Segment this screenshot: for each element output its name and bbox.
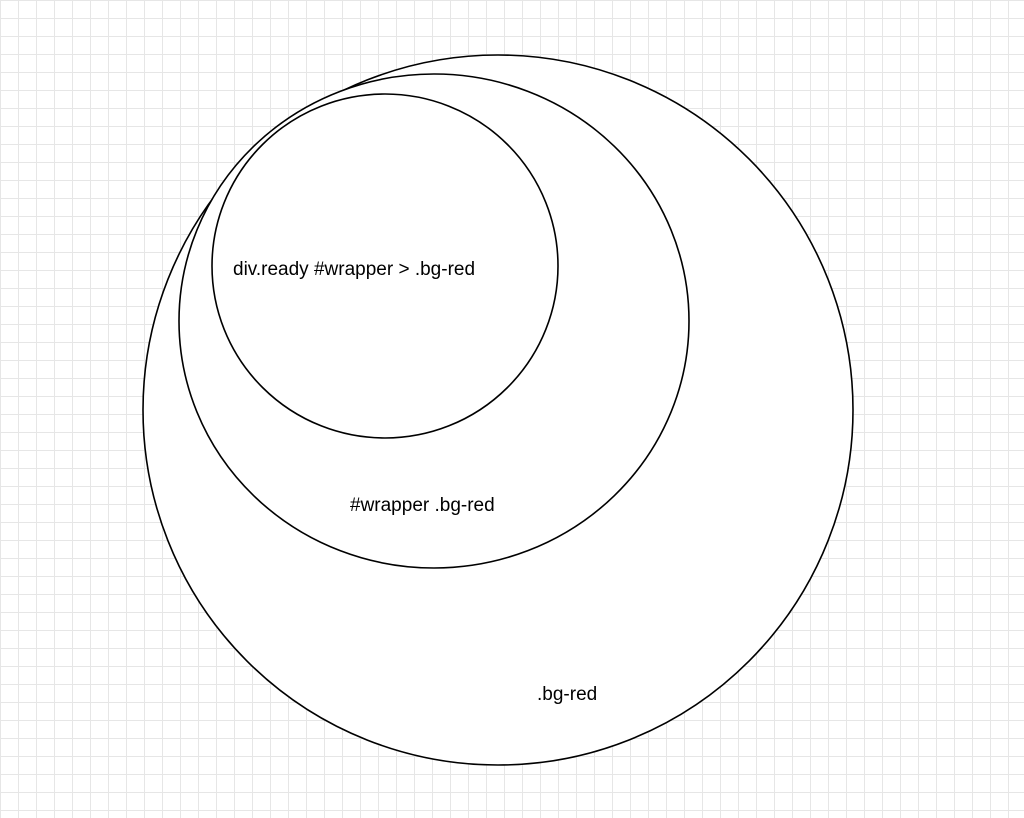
set-circle-inner (211, 93, 559, 439)
set-label-inner: div.ready #wrapper > .bg-red (233, 259, 475, 280)
set-label-outer: .bg-red (537, 684, 597, 705)
set-label-middle: #wrapper .bg-red (350, 495, 495, 516)
